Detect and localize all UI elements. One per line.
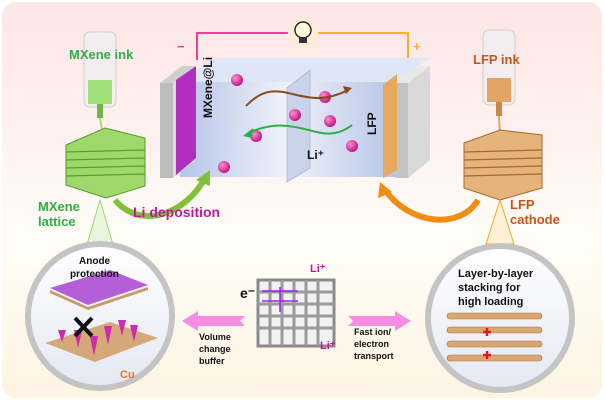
lfp-cathode-label-2: cathode: [510, 212, 560, 227]
mxene-lattice-label-2: lattice: [38, 214, 76, 229]
positive-terminal-label: +: [413, 39, 421, 54]
negative-terminal-label: −: [177, 39, 185, 54]
li-ion-cell-label: Li⁺: [307, 148, 324, 162]
li-deposition-arrow: [112, 170, 210, 219]
lfp-ink-label: LFP ink: [473, 52, 520, 67]
cathode-arrow: [378, 182, 481, 223]
layer-stacking-inset: [425, 243, 575, 393]
anode-protection-inset: [25, 241, 175, 391]
zoom-beam-left: [85, 198, 115, 249]
layer-stacking-label-3: high loading: [458, 296, 524, 308]
battery-cell: [160, 58, 430, 183]
li-ions: [218, 74, 358, 173]
li-ion-top-label: Li⁺: [310, 263, 326, 275]
mxene-grid-schematic: [256, 278, 336, 348]
anode-label: MXene@Li: [201, 56, 215, 118]
mxene-syringe: [83, 31, 117, 136]
layer-stacking-label-1: Layer-by-layer: [458, 268, 534, 280]
volume-change-label-2: change: [199, 344, 231, 354]
circuit-wires: [196, 32, 409, 62]
volume-change-label-1: Volume: [199, 332, 231, 342]
fast-transport-label-2: electron: [354, 339, 390, 349]
li-deposition-label: Li deposition: [133, 204, 221, 220]
volume-change-label-3: buffer: [199, 356, 225, 366]
fast-transport-label-3: transport: [354, 351, 394, 361]
anode-protection-label-1: Anode: [79, 256, 111, 267]
layer-stacking-label-2: stacking for: [458, 282, 521, 294]
lfp-cathode-label-1: LFP: [510, 197, 535, 212]
lfp-lattice-cube: [463, 129, 543, 201]
volume-buffer-arrow: [182, 311, 245, 331]
anode-protection-label-2: protection: [70, 269, 119, 280]
mxene-lattice-label-1: MXene: [38, 199, 80, 214]
electron-label: e⁻: [240, 285, 256, 301]
cathode-label: LFP: [365, 112, 379, 135]
fast-transport-label-1: Fast ion/: [354, 327, 392, 337]
cu-label: Cu: [120, 369, 135, 381]
li-ion-bottom-label: Li⁺: [320, 340, 336, 352]
ion-flow-arrows: [243, 86, 353, 138]
mxene-ink-label: MXene ink: [69, 47, 134, 62]
mxene-lattice-cube: [65, 127, 146, 199]
transport-arrow: [348, 311, 411, 331]
lfp-syringe: [482, 29, 516, 136]
light-bulb-icon: [286, 16, 320, 50]
